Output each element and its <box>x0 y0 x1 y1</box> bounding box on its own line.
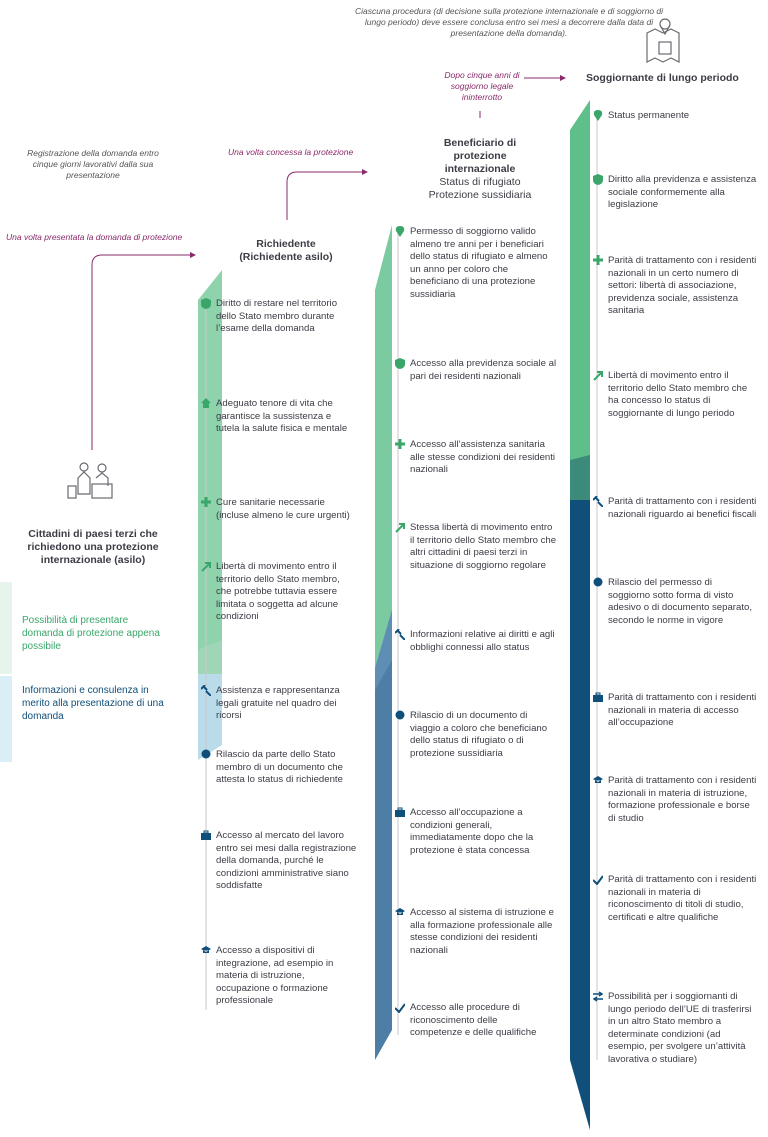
possibility-box: Possibilità di presentare domanda di pro… <box>22 615 160 652</box>
list-item: Parità di trattamento con i residenti na… <box>592 495 758 521</box>
longterm-wedge-navy <box>570 485 590 1130</box>
list-item: Parità di trattamento con i residenti na… <box>592 874 758 924</box>
beneficiary-title: Beneficiario di protezione internazional… <box>428 137 532 201</box>
registration-note: Registrazione della domanda entro cinque… <box>27 148 159 180</box>
gavel-icon <box>592 495 604 508</box>
flow-arrow-1 <box>91 254 190 450</box>
procedure-note: Ciascuna procedura (di decisione sulla p… <box>354 6 664 38</box>
list-item: Assistenza e rappresentanza legali gratu… <box>200 684 356 723</box>
list-item: Possibilità per i soggiornanti di lungo … <box>592 991 760 1067</box>
seal-icon <box>593 577 603 588</box>
beneficiary-wedge-blue <box>375 610 392 1060</box>
list-item: Accesso alle procedure di riconoscimento… <box>394 1002 550 1040</box>
list-item: Diritto alla previdenza e assistenza soc… <box>593 174 758 212</box>
list-item: Adeguato tenore di vita che garantisce l… <box>201 398 356 436</box>
list-item: Cure sanitarie necessarie (incluse almen… <box>201 497 356 522</box>
info-box: Informazioni e consulenza in merito alla… <box>22 685 164 722</box>
flow-arrow-2 <box>286 171 362 220</box>
list-item: Stessa libertà di movimento entro il ter… <box>395 522 558 572</box>
five-years-note: Dopo cinque anni di soggiorno legale ini… <box>444 70 520 102</box>
medical-cross-icon <box>395 439 405 450</box>
applicant-wedge-blue <box>198 674 222 760</box>
map-location-icon <box>646 18 680 63</box>
applicant-wedge-green <box>198 270 222 674</box>
checkmark-icon <box>592 874 604 886</box>
list-item: Parità di trattamento con i residenti na… <box>593 255 758 318</box>
list-item: Libertà di movimento entro il territorio… <box>201 561 356 624</box>
list-item: Accesso a dispositivi di integrazione, a… <box>201 945 356 1008</box>
list-item: Accesso all’assistenza sanitaria alle st… <box>395 439 560 477</box>
list-item: Parità di trattamento con i residenti na… <box>593 775 758 825</box>
once-granted-note: Una volta concessa la protezione <box>228 147 354 157</box>
list-item: Accesso alla previdenza sociale al pari … <box>395 358 560 383</box>
list-item: Parità di trattamento con i residenti na… <box>593 692 758 730</box>
transfer-arrows-icon <box>592 991 604 1002</box>
gavel-icon <box>394 628 406 641</box>
graduation-cap-icon <box>395 907 405 918</box>
list-item: Informazioni relative ai diritti e agli … <box>394 628 558 654</box>
list-item: Libertà di movimento entro il territorio… <box>593 370 758 420</box>
location-pin-icon <box>593 110 603 121</box>
graduation-cap-icon <box>593 775 603 786</box>
info-box-bar <box>0 676 12 762</box>
seal-icon <box>395 710 405 721</box>
arrow-up-right-icon <box>395 522 405 533</box>
beneficiary-wedge-green <box>375 225 392 668</box>
list-item: Permesso di soggiorno valido almeno tre … <box>395 226 558 302</box>
arrow-up-right-icon <box>593 370 603 381</box>
medical-cross-icon <box>593 255 603 266</box>
shield-icon <box>593 174 603 185</box>
gavel-icon <box>200 684 212 697</box>
longterm-title: Soggiornante di lungo periodo <box>586 72 739 84</box>
arrow-up-right-icon <box>201 561 211 572</box>
checkmark-icon <box>394 1002 406 1014</box>
briefcase-icon <box>593 692 603 703</box>
graduation-cap-icon <box>201 945 211 956</box>
briefcase-icon <box>201 830 211 841</box>
shield-icon <box>201 298 211 309</box>
list-item: Accesso al sistema di istruzione e alla … <box>395 907 560 957</box>
seal-icon <box>201 749 211 760</box>
people-luggage-icon <box>67 462 113 499</box>
once-submitted-note: Una volta presentata la domanda di prote… <box>6 232 183 242</box>
applicant-title: Richiedente (Richiedente asilo) <box>239 238 333 263</box>
list-item: Accesso al mercato del lavoro entro sei … <box>201 830 361 893</box>
list-item: Rilascio da parte dello Stato membro di … <box>201 749 356 787</box>
list-item: Diritto di restare nel territorio dello … <box>201 298 356 336</box>
shield-icon <box>395 358 405 369</box>
medical-cross-icon <box>201 497 211 508</box>
house-icon <box>201 398 211 409</box>
list-item: Accesso all’occupazione a condizioni gen… <box>395 807 550 857</box>
possibility-box-bar <box>0 582 12 674</box>
location-pin-icon <box>395 226 405 237</box>
list-item: Rilascio di un documento di viaggio a co… <box>395 710 550 760</box>
briefcase-icon <box>395 807 405 818</box>
list-item: Rilascio del permesso di soggiorno sotto… <box>593 577 753 627</box>
list-item: Status permanente <box>593 110 758 123</box>
applicant-origin-title: Cittadini di paesi terzi che richiedono … <box>27 528 159 566</box>
longterm-wedge-green <box>570 100 590 485</box>
